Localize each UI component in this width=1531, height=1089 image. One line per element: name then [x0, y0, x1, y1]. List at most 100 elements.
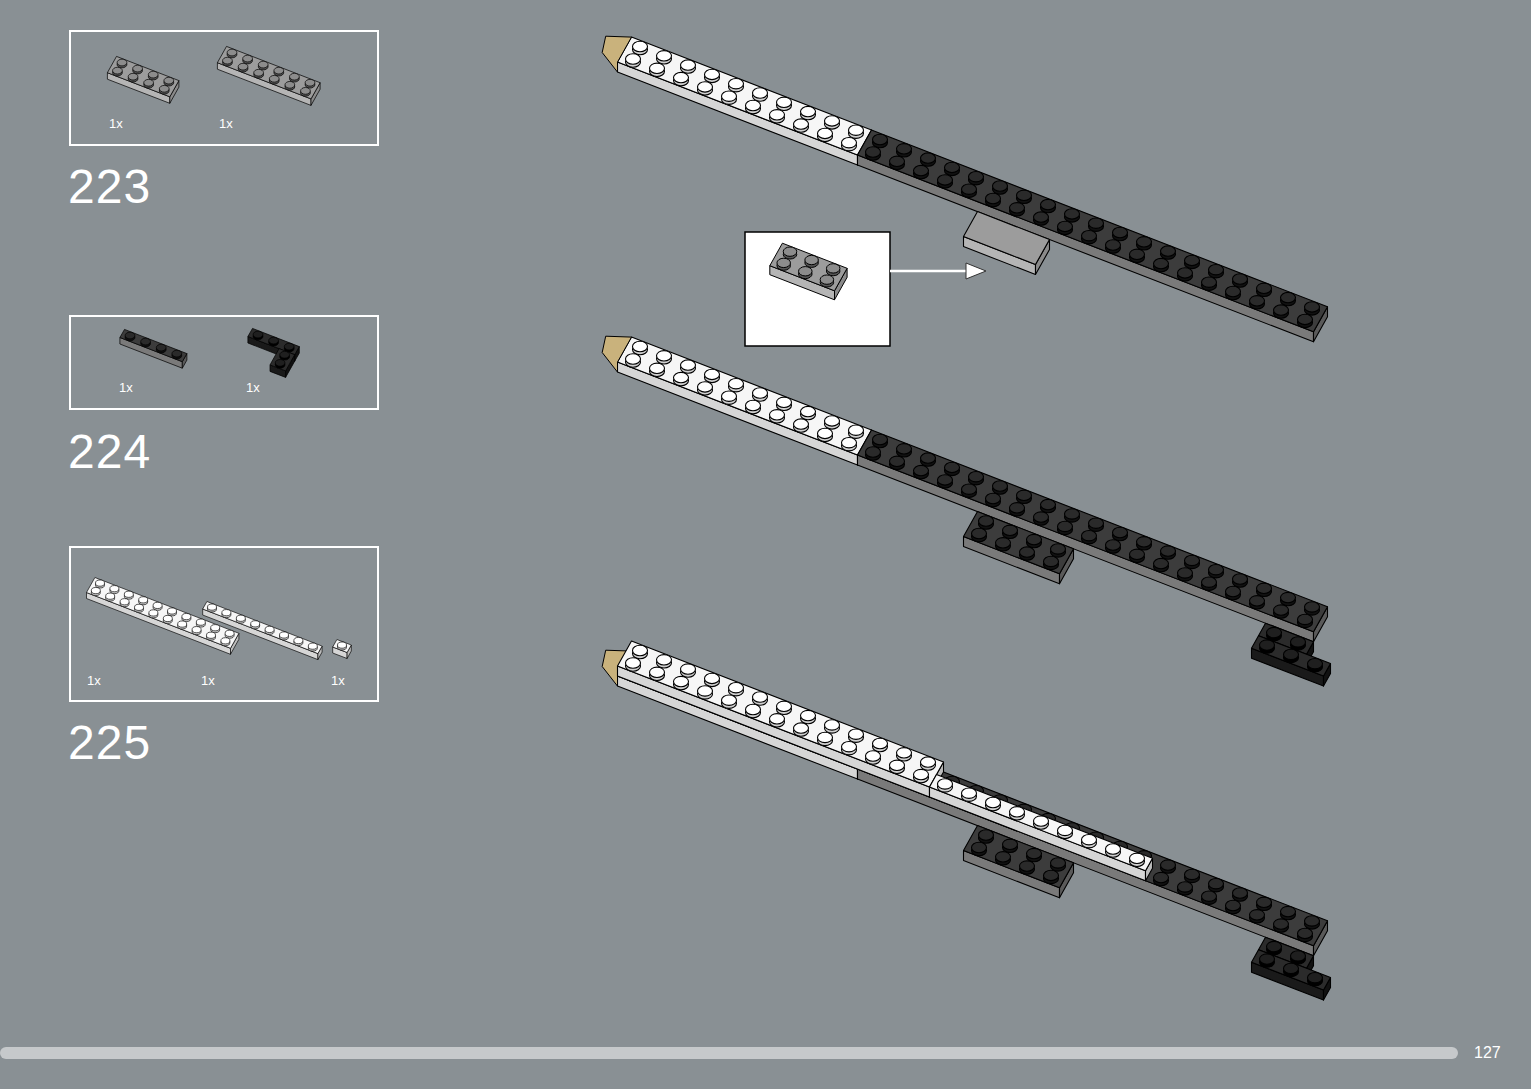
stud	[253, 331, 263, 338]
stud	[979, 516, 994, 526]
stud	[674, 72, 689, 82]
stud	[633, 41, 648, 51]
stud	[1010, 203, 1025, 213]
stud	[251, 621, 260, 627]
brick-face	[858, 130, 1328, 332]
brick-face	[217, 46, 320, 99]
tan-tip	[602, 336, 631, 372]
stud	[1178, 268, 1193, 278]
arrow-head	[966, 263, 986, 279]
stud	[914, 465, 929, 475]
stud	[1058, 521, 1073, 531]
stud	[962, 788, 977, 798]
step-number: 225	[68, 716, 151, 769]
stud	[1010, 503, 1025, 513]
stud	[1185, 555, 1200, 565]
stud	[96, 580, 105, 586]
stud	[1267, 941, 1282, 951]
stud	[1051, 858, 1066, 868]
stud	[269, 75, 279, 82]
stud	[1161, 246, 1176, 256]
stud	[1041, 499, 1056, 509]
stud	[1089, 218, 1104, 228]
brick-assemblies	[87, 36, 1331, 1000]
stud	[777, 397, 792, 407]
stud	[890, 456, 905, 466]
stud	[1044, 870, 1059, 880]
stud	[294, 637, 303, 643]
stud	[986, 797, 1001, 807]
stud	[275, 359, 285, 366]
stud	[1284, 649, 1299, 659]
stud	[897, 748, 912, 758]
stud	[208, 604, 217, 610]
stud	[897, 144, 912, 154]
stud	[945, 162, 960, 172]
stud	[770, 410, 785, 420]
stud	[801, 106, 816, 116]
brick-face	[858, 155, 1314, 342]
stud	[722, 91, 737, 101]
brick-face	[618, 37, 872, 155]
stud	[1051, 544, 1066, 554]
stud	[159, 85, 169, 92]
brick-face	[858, 430, 1328, 632]
stud	[1233, 274, 1248, 284]
stud	[873, 434, 888, 444]
stud	[705, 673, 720, 683]
brick-face	[930, 775, 1153, 871]
brick-face	[1252, 950, 1331, 990]
stud	[674, 676, 689, 686]
stud	[1185, 869, 1200, 879]
stud	[969, 172, 984, 182]
stud	[783, 247, 797, 256]
stud	[938, 779, 953, 789]
stud	[1291, 951, 1306, 961]
stud	[91, 587, 100, 593]
stud	[265, 626, 274, 632]
stud	[163, 615, 172, 621]
stud	[1003, 525, 1018, 535]
part-quantity: 1x	[331, 673, 345, 688]
stud	[1260, 640, 1275, 650]
stud	[753, 88, 768, 98]
stud	[254, 69, 264, 76]
stud	[1202, 577, 1217, 587]
brick-face	[1252, 648, 1324, 686]
stud	[825, 416, 840, 426]
stud	[308, 643, 317, 649]
part-quantity: 1x	[201, 673, 215, 688]
brick-face	[618, 666, 930, 797]
brick-face	[203, 602, 322, 654]
stud	[1298, 928, 1313, 938]
stud	[1226, 586, 1241, 596]
stud	[1281, 906, 1296, 916]
stud	[914, 165, 929, 175]
stud	[1027, 534, 1042, 544]
brick-face	[1252, 636, 1331, 676]
stud	[141, 338, 151, 345]
stud	[705, 69, 720, 79]
stud	[1082, 531, 1097, 541]
stud	[1106, 240, 1121, 250]
stud	[1130, 249, 1145, 259]
stud	[873, 738, 888, 748]
stud	[996, 852, 1011, 862]
stud	[777, 97, 792, 107]
stud	[1226, 900, 1241, 910]
stud	[284, 343, 294, 350]
stud	[1298, 314, 1313, 324]
stud	[681, 664, 696, 674]
stud	[842, 138, 857, 148]
stud	[1154, 258, 1169, 268]
stud	[722, 391, 737, 401]
stud	[238, 63, 248, 70]
stud	[258, 61, 268, 68]
stud	[825, 720, 840, 730]
callout-box	[745, 232, 890, 346]
brick-face	[248, 328, 299, 354]
brick-face	[270, 349, 295, 371]
stud	[1065, 509, 1080, 519]
stud	[1178, 882, 1193, 892]
